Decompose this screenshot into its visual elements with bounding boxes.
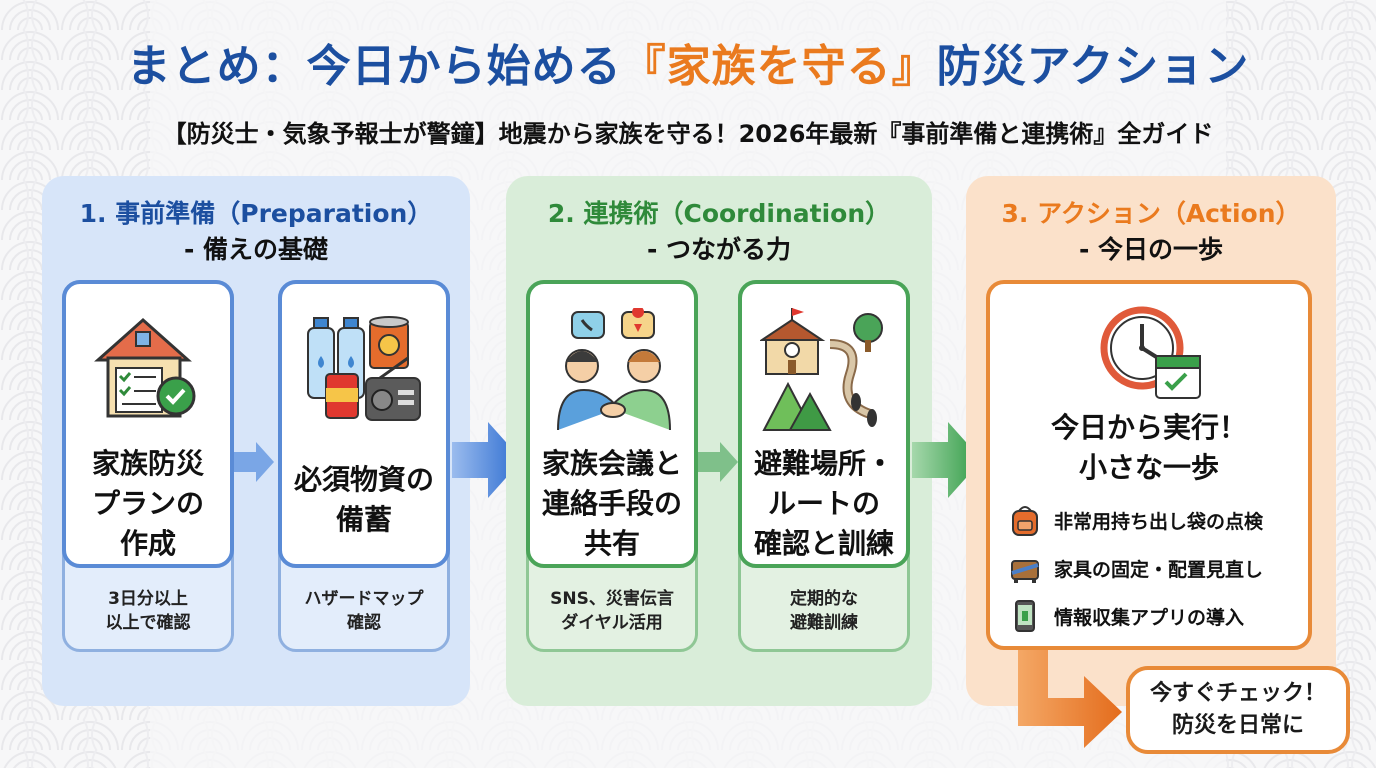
water-cans-radio-icon [307, 316, 421, 421]
house-checklist-icon [94, 317, 196, 418]
step-card-main: 家族会議と 連絡手段の 共有 [526, 280, 698, 568]
step-title: 避難場所・ ルートの 確認と訓練 [753, 447, 894, 560]
section-preparation: 1. 事前準備（Preparation） - 備えの基礎 家族防災 プランの 作… [42, 176, 470, 706]
action-item: 家具の固定・配置見直し [1008, 550, 1263, 586]
step-note: 定期的な 避難訓練 [790, 589, 858, 633]
section-heading: 1. 事前準備（Preparation） [79, 199, 433, 228]
arrow-right-icon [234, 442, 274, 482]
section-subheading: - 今日の一歩 [1078, 235, 1224, 264]
arrow-elbow-icon [1018, 650, 1122, 748]
step-note: 3日分以上 以上で確認 [105, 589, 191, 633]
step-note: SNS、災害伝言 ダイヤル活用 [550, 589, 674, 633]
arrow-right-icon [452, 422, 522, 498]
cta-callout: 今すぐチェック！ 防災を日常に [1126, 666, 1350, 754]
backpack-icon [1012, 506, 1038, 536]
step-note: ハザードマップ 確認 [304, 589, 424, 633]
title-accent: 『家族を守る』 [621, 41, 937, 92]
arrow-right-icon [912, 422, 982, 498]
arrow-right-icon [698, 442, 738, 482]
section-subheading: - つながる力 [646, 235, 792, 264]
furniture-icon [1011, 560, 1039, 583]
action-item-label: 非常用持ち出し袋の点検 [1054, 510, 1264, 533]
section-action: 3. アクション（Action） - 今日の一歩 今日から実行！ 小さな一歩 非… [966, 176, 1336, 706]
section-subheading: - 備えの基礎 [183, 235, 329, 264]
smartphone-icon [1015, 600, 1035, 632]
evacuation-route-icon [760, 308, 883, 431]
step-title: 家族防災 プランの 作成 [91, 447, 204, 560]
action-title: 今日から実行！ 小さな一歩 [1050, 411, 1247, 484]
step-card-stockpile: 必須物資の 備蓄 ハザードマップ 確認 [278, 280, 450, 652]
page-title: まとめ：今日から始める『家族を守る』防災アクション [126, 41, 1250, 92]
handshake-icon [557, 308, 671, 431]
step-title: 必須物資の 備蓄 [293, 463, 434, 536]
step-card-evacuation: 避難場所・ ルートの 確認と訓練 定期的な 避難訓練 [738, 280, 910, 652]
action-item: 非常用持ち出し袋の点検 [1008, 502, 1263, 538]
section-heading: 3. アクション（Action） [1001, 199, 1301, 228]
action-item-label: 情報収集アプリの導入 [1054, 606, 1245, 629]
clock-calendar-icon [1100, 306, 1201, 399]
action-item: 情報収集アプリの導入 [1008, 598, 1244, 634]
section-heading: 2. 連携術（Coordination） [547, 199, 891, 228]
action-item-label: 家具の固定・配置見直し [1054, 558, 1264, 581]
step-card-main: 必須物資の 備蓄 [278, 280, 450, 568]
section-coordination: 2. 連携術（Coordination） - つながる力 家族会議と 連絡手段の… [506, 176, 932, 706]
step-card-main: 家族防災 プランの 作成 [62, 280, 234, 568]
action-card: 今日から実行！ 小さな一歩 非常用持ち出し袋の点検 家具の固定・配置見直し [986, 280, 1312, 650]
step-title: 家族会議と 連絡手段の 共有 [541, 447, 682, 560]
step-card-family-plan: 家族防災 プランの 作成 3日分以上 以上で確認 [62, 280, 234, 652]
page-subtitle: 【防災士・気象予報士が警鐘】地震から家族を守る！2026年最新『事前準備と連携術… [162, 120, 1214, 148]
step-card-family-meeting: 家族会議と 連絡手段の 共有 SNS、災害伝言 ダイヤル活用 [526, 280, 698, 652]
step-card-main: 避難場所・ ルートの 確認と訓練 [738, 280, 910, 568]
